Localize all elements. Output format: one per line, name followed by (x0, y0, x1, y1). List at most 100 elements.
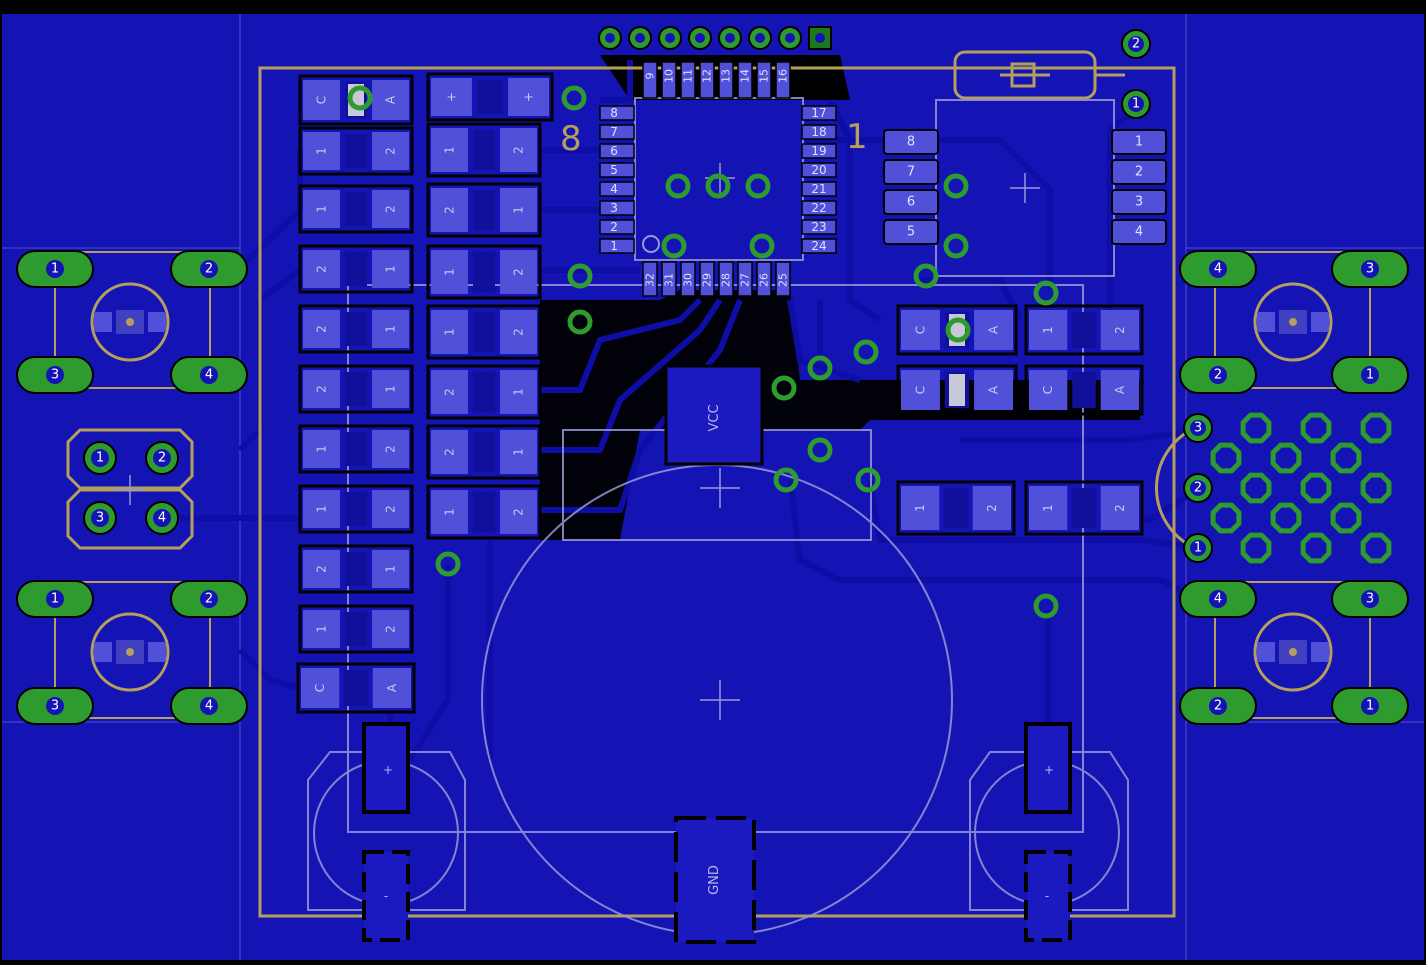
switch-smd-pad (1257, 642, 1275, 662)
pad-label: 1 (610, 239, 618, 253)
via (943, 233, 969, 259)
pad-label: 22 (811, 201, 826, 215)
ic-pad (801, 162, 837, 178)
hex-pad (1300, 532, 1332, 564)
via (807, 437, 833, 463)
pad-label: 1 (1135, 135, 1143, 150)
hex-pad (1330, 442, 1362, 474)
pad-label: 5 (907, 225, 915, 240)
pad-label: 4 (205, 699, 213, 714)
pad-label: 2 (1113, 504, 1127, 512)
hex-pad (1270, 502, 1302, 534)
pad-label: 3 (1366, 592, 1374, 607)
pad-label: + (522, 92, 536, 102)
pad-label: 2 (384, 205, 398, 213)
pad-label: 1 (314, 445, 328, 453)
ic-pad (699, 261, 715, 297)
hex-pad (1360, 532, 1392, 564)
ic-pad (599, 219, 635, 235)
pad-label: 1 (1041, 326, 1055, 334)
pad-label: 2 (384, 505, 398, 513)
pad-label: 24 (811, 239, 826, 253)
pad-label: 1 (96, 451, 104, 466)
pad-label: 5 (610, 163, 618, 177)
pad-label: 21 (811, 182, 826, 196)
switch-smd-pad (148, 642, 166, 662)
ic-pad (801, 219, 837, 235)
hex-pad-grid (1210, 412, 1392, 564)
pad-label: 3 (51, 368, 59, 383)
pad-label: 2 (1214, 699, 1222, 714)
pad-label: 1 (51, 262, 59, 277)
hex-pad (1270, 442, 1302, 474)
pad-label: A (1113, 385, 1127, 394)
via (561, 85, 587, 111)
pad-label: 3 (96, 511, 104, 526)
pad-label: 2 (442, 206, 456, 214)
ic-pad (661, 261, 677, 297)
hex-pad (1360, 412, 1392, 444)
pad-label: 1 (512, 448, 526, 456)
via (567, 263, 593, 289)
via (1033, 593, 1059, 619)
pad-label: 2 (610, 220, 618, 234)
hex-pad (1300, 472, 1332, 504)
pad-label: 1 (1194, 541, 1202, 556)
ic-pad (775, 61, 791, 99)
pad-label: 19 (811, 144, 826, 158)
ic-pad (599, 238, 635, 254)
pad-label: C (913, 386, 927, 394)
pad-label: 2 (205, 262, 213, 277)
pad-label: 1 (384, 325, 398, 333)
switch-smd-pad (1257, 312, 1275, 332)
via (943, 173, 969, 199)
pad-label: 20 (811, 163, 826, 177)
pad-label: 1 (512, 388, 526, 396)
pad-label: 25 (777, 273, 790, 287)
pad-label: C (913, 326, 927, 334)
pad-label: 2 (384, 445, 398, 453)
pad-label: + (444, 92, 458, 102)
cap-small-top: ++ (426, 72, 554, 122)
via (661, 233, 687, 259)
pad-label: 1 (442, 268, 456, 276)
via (1033, 280, 1059, 306)
pad-label: 2 (512, 146, 526, 154)
ic-pad (718, 61, 734, 99)
ic-pad (737, 61, 753, 99)
ic-pad (756, 61, 772, 99)
pad-label: 2 (512, 268, 526, 276)
pad-label: 4 (1214, 592, 1222, 607)
via (435, 551, 461, 577)
pad-label: 18 (811, 125, 826, 139)
pad-label: A (385, 683, 399, 692)
cap-right-plus: + (1044, 763, 1054, 777)
pad-label: 2 (384, 147, 398, 155)
pad-label: A (384, 95, 398, 104)
cap-left-plus: + (383, 763, 393, 777)
via (567, 309, 593, 335)
soic-pad (883, 219, 939, 245)
pad-label: 2 (1214, 368, 1222, 383)
ic-pad (718, 261, 734, 297)
pad-label: 6 (610, 144, 618, 158)
pad-label: 4 (610, 182, 618, 196)
pad-label: 1 (442, 508, 456, 516)
pad-label: 28 (720, 273, 733, 287)
ic-pad (775, 261, 791, 297)
switch-smd-pad (1311, 312, 1329, 332)
pad-label: 1 (442, 146, 456, 154)
